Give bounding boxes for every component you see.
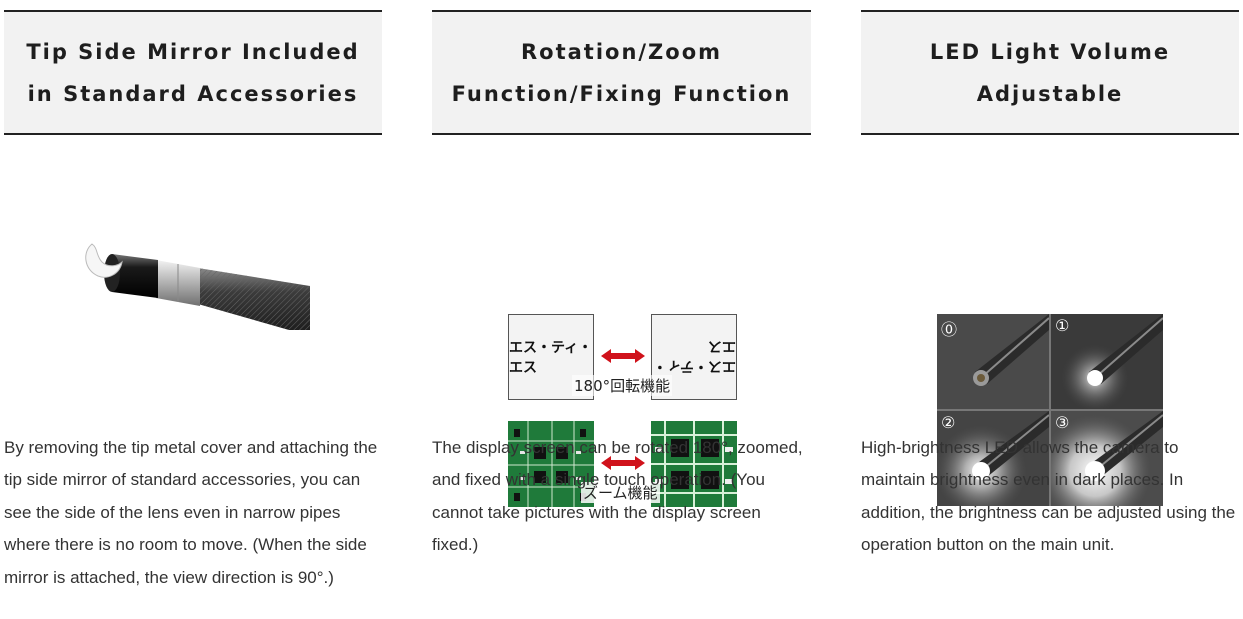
feature-heading: Rotation/Zoom Function/Fixing Function: [432, 10, 811, 135]
feature-title-line-1: LED Light Volume: [929, 39, 1171, 64]
screen-text: エス・ティ・エス: [509, 340, 593, 376]
led-levels-image: ⓪ ①: [861, 135, 1239, 506]
rotation-caption: 180°回転機能: [572, 375, 673, 396]
feature-title-line-2: in Standard Accessories: [27, 81, 359, 106]
level-number: ⓪: [941, 320, 958, 339]
feature-description: By removing the tip metal cover and atta…: [4, 438, 378, 587]
circuit-board-normal-graphic: [508, 421, 594, 507]
screen-text-rotated: エス・ティ・エス: [652, 338, 736, 374]
double-arrow-icon: [601, 456, 645, 470]
led-level-grid: ⓪ ①: [937, 314, 1163, 506]
feature-title-line-1: Tip Side Mirror Included: [26, 39, 360, 64]
level-number: ①: [1055, 316, 1070, 335]
feature-title-line-2: Function/Fixing Function: [451, 81, 792, 106]
led-level-2: ②: [937, 411, 1049, 506]
probe-led-medium-graphic: [937, 411, 1049, 506]
probe-with-mirror-graphic: [85, 243, 310, 330]
level-number: ②: [941, 413, 956, 432]
level-number: ③: [1055, 413, 1070, 432]
feature-title-line-2: Adjustable: [976, 81, 1124, 106]
circuit-board-zoomed-graphic: [651, 421, 737, 507]
feature-tip-side-mirror: Tip Side Mirror Included in Standard Acc…: [4, 10, 382, 587]
feature-rotation-zoom: Rotation/Zoom Function/Fixing Function エ…: [432, 10, 811, 554]
probe-led-off-graphic: [937, 314, 1049, 409]
rotation-zoom-image: エス・ティ・エス エス・ティ・エス 180°回転機能: [432, 135, 811, 507]
zoom-caption: ズーム機能: [581, 482, 660, 503]
feature-description: High-brightness LED allows the camera to…: [861, 438, 1236, 555]
tip-side-mirror-image: [4, 135, 382, 425]
led-level-1: ①: [1051, 314, 1163, 409]
led-level-3: ③: [1051, 411, 1163, 506]
feature-heading: LED Light Volume Adjustable: [861, 10, 1239, 135]
probe-led-low-graphic: [1051, 314, 1163, 409]
double-arrow-icon: [601, 349, 645, 363]
feature-description: The display screen can be rotated 180°, …: [432, 438, 803, 555]
probe-led-high-graphic: [1051, 411, 1163, 506]
feature-heading: Tip Side Mirror Included in Standard Acc…: [4, 10, 382, 135]
feature-led-adjustable: LED Light Volume Adjustable ⓪ ①: [861, 10, 1239, 554]
feature-title-line-1: Rotation/Zoom: [520, 39, 723, 64]
led-level-0: ⓪: [937, 314, 1049, 409]
